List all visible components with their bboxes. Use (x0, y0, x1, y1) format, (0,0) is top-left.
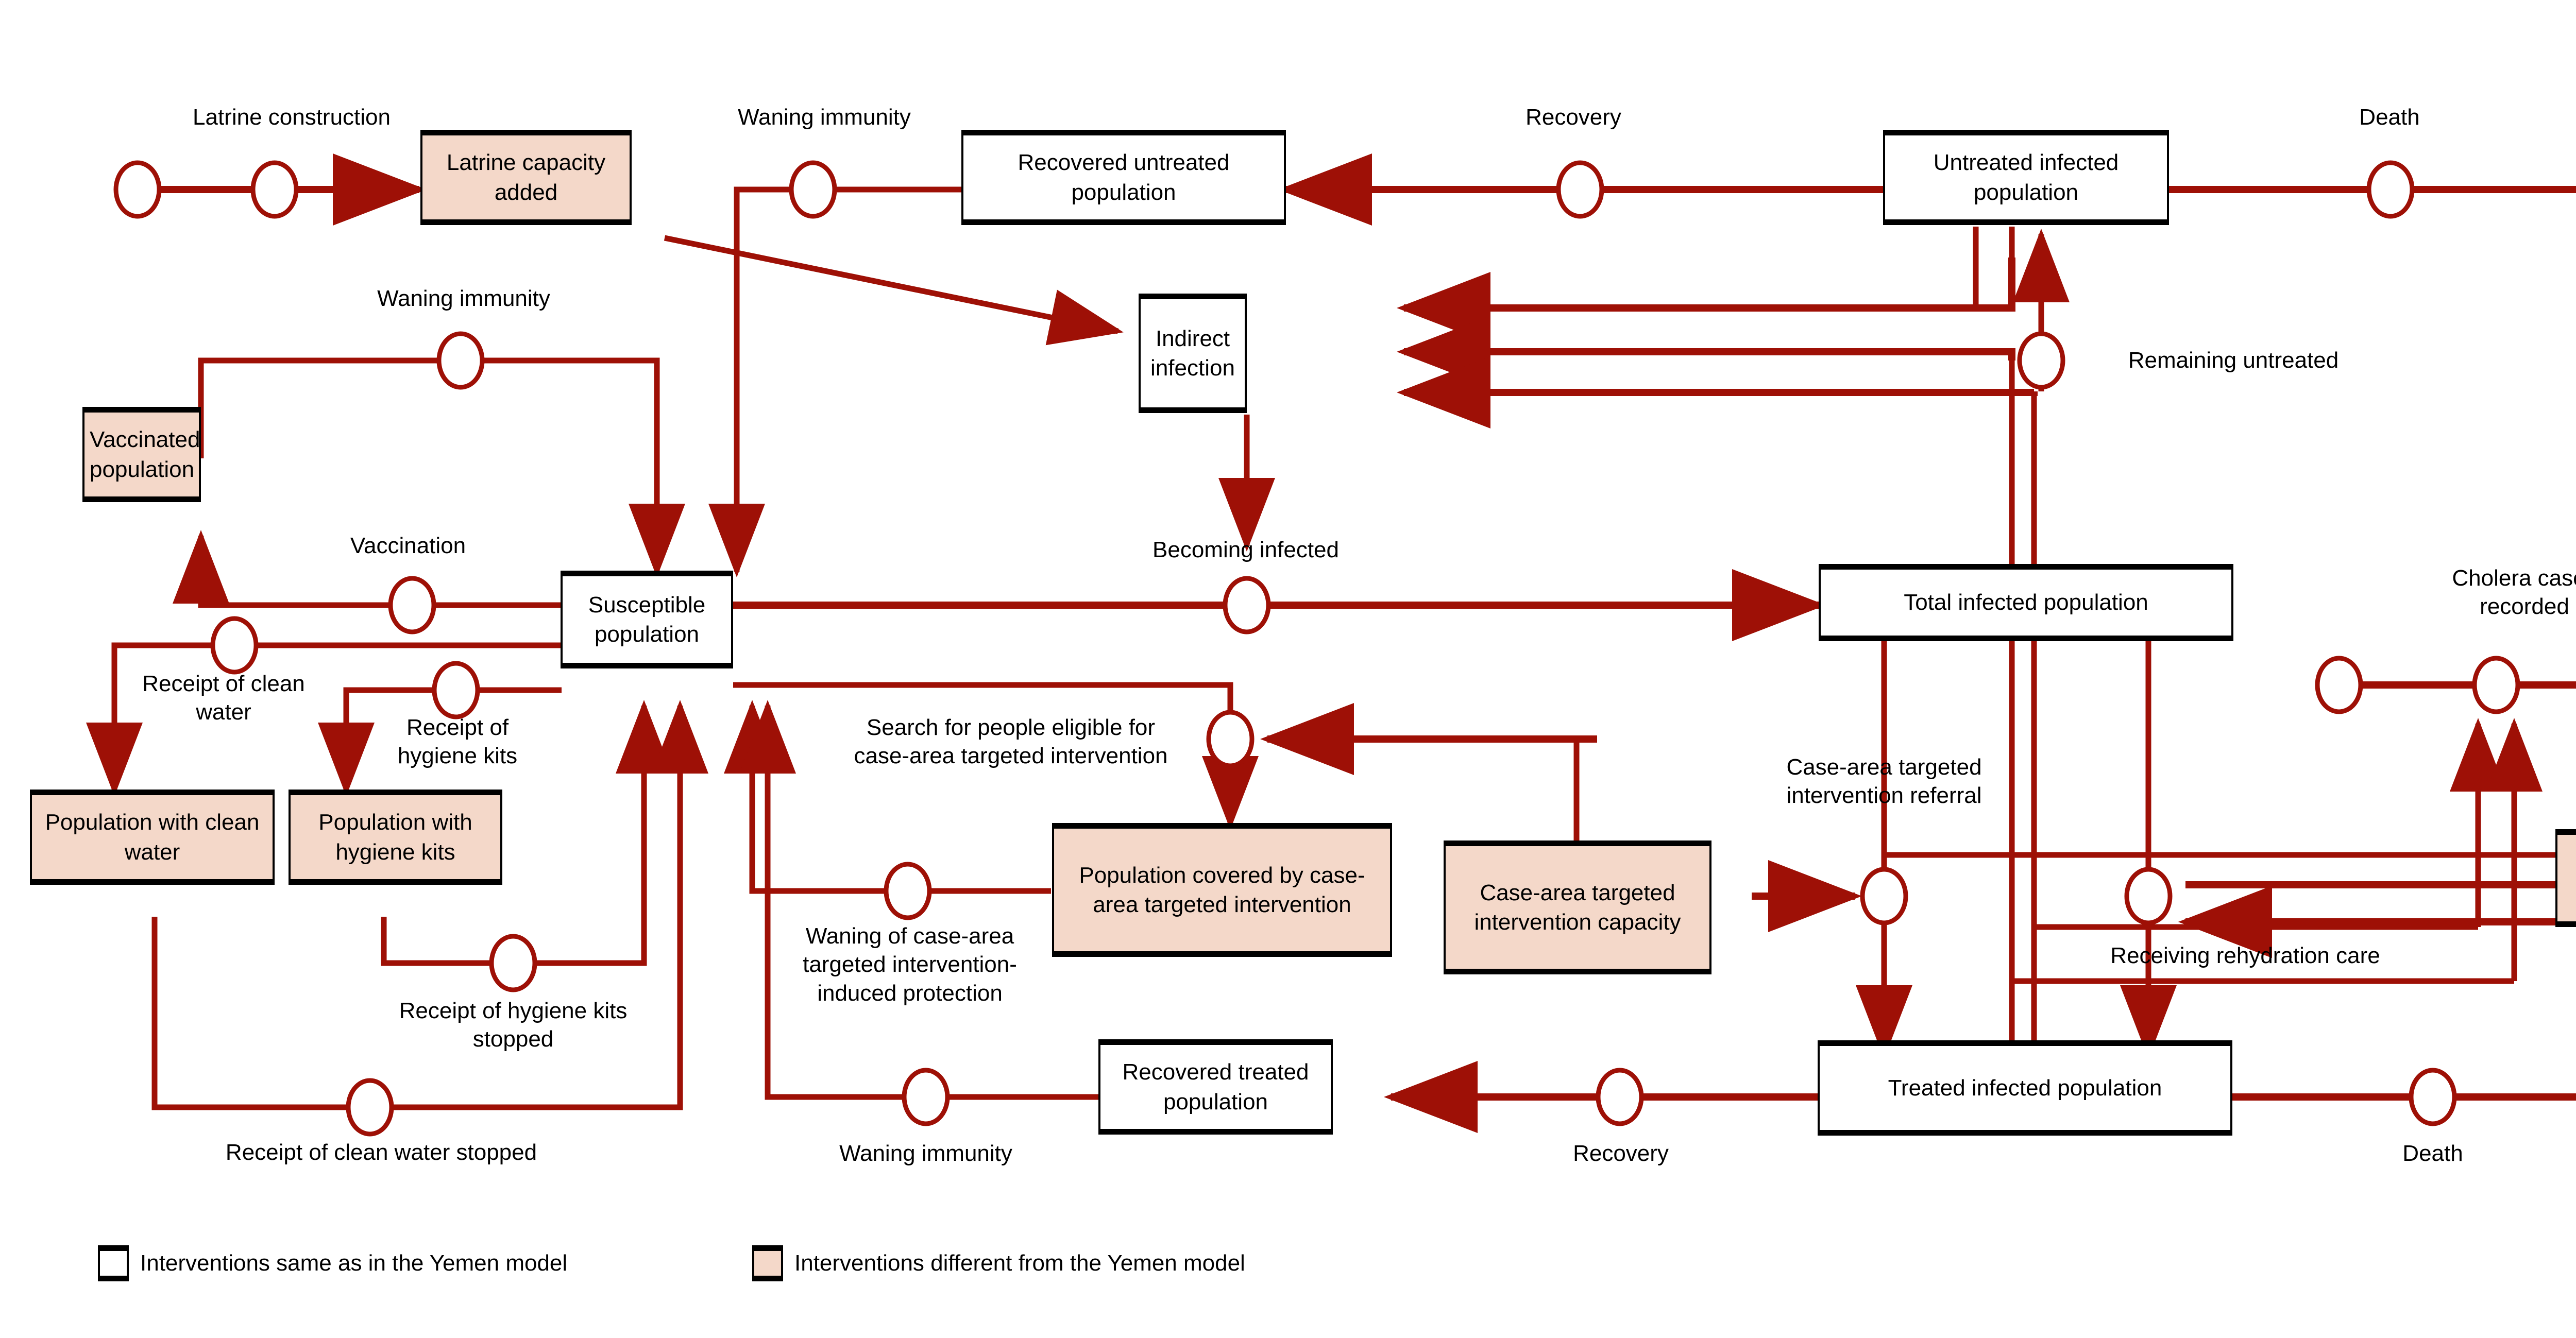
stock-indirect-infection[interactable]: Indirect infection (1139, 294, 1247, 413)
flow-recovery-treated (1384, 1061, 1819, 1133)
flow-label-latrine-construction: Latrine construction (193, 105, 391, 130)
flow-label-death-treated: Death (2402, 1141, 2463, 1166)
legend-swatch-same (98, 1245, 129, 1281)
flow-waning-immunity-vaccinated (198, 331, 685, 577)
stock-label: Cholera treatment centre and oral rehydr… (2563, 849, 2576, 907)
stock-label: Indirect infection (1150, 325, 1235, 381)
flow-label-receipt-clean-water-stopped: Receipt of clean water stopped (225, 1140, 537, 1165)
stock-population-with-hygiene-kits[interactable]: Population with hygiene kits (289, 790, 502, 885)
stock-latrine-capacity-added[interactable]: Latrine capacity added (420, 130, 632, 225)
flow-label-receipt-clean-water: Receipt of clean water (142, 671, 305, 725)
flow-death-treated (2231, 1068, 2576, 1126)
legend: Interventions same as in the Yemen model… (0, 1236, 2576, 1298)
flow-cati-referral (1752, 641, 1912, 1059)
flow-vaccination (173, 530, 562, 634)
flow-receipt-hygiene-kits-stopped (381, 700, 672, 992)
flow-death-untreated (2119, 160, 2576, 219)
flow-label-waning-immunity-vaccinated: Waning immunity (377, 286, 550, 311)
legend-item-different: Interventions different from the Yemen m… (752, 1245, 1245, 1281)
legend-label-same: Interventions same as in the Yemen model (140, 1250, 568, 1276)
stock-untreated-infected-population[interactable]: Untreated infected population (1883, 130, 2169, 225)
flow-receipt-clean-water (86, 616, 562, 796)
flow-waning-immunity-treated (739, 700, 1100, 1126)
flow-search-eligible-cati (733, 682, 1597, 830)
flow-label-waning-immunity-untreated: Waning immunity (738, 105, 911, 130)
stock-label: Case-area targeted intervention capacity (1474, 880, 1681, 935)
flow-label-cati-referral: Case-area targeted intervention referral (1786, 754, 1982, 809)
legend-item-same: Interventions same as in the Yemen model (98, 1245, 567, 1281)
stock-label: Recovered treated population (1122, 1059, 1309, 1114)
stock-label: Population covered by case-area targeted… (1079, 862, 1365, 917)
stock-population-covered-by-cati[interactable]: Population covered by case-area targeted… (1052, 823, 1392, 957)
stock-label: Total infected population (1904, 590, 2148, 615)
flow-waning-immunity-untreated (708, 160, 963, 577)
stock-label: Untreated infected population (1933, 150, 2119, 205)
stock-total-infected-population[interactable]: Total infected population (1819, 564, 2233, 641)
stock-label: Population with clean water (45, 810, 260, 865)
stock-label: Population with hygiene kits (318, 810, 472, 865)
flow-label-recovery-treated: Recovery (1573, 1141, 1669, 1166)
flow-receipt-hygiene-kits (318, 661, 562, 796)
flow-label-receiving-rehydration-care: Receiving rehydration care (2110, 943, 2380, 968)
flow-label-recovery-untreated: Recovery (1526, 105, 1621, 130)
link-latrine-to-indirect (664, 235, 1124, 346)
flow-label-becoming-infected: Becoming infected (1153, 537, 1339, 562)
flow-label-search-eligible-cati: Search for people eligible for case-area… (854, 715, 1168, 769)
flow-becoming-infected (733, 569, 1826, 641)
stock-population-with-clean-water[interactable]: Population with clean water (30, 790, 275, 885)
flow-label-death-untreated: Death (2359, 105, 2420, 130)
flow-label-cholera-cases-recorded: Cholera cases recorded (2452, 565, 2576, 620)
stock-label: Susceptible population (588, 592, 706, 647)
stock-label: Treated infected population (1888, 1075, 2162, 1101)
stock-label: Recovered untreated population (1018, 150, 1230, 205)
flow-label-waning-immunity-treated: Waning immunity (839, 1141, 1012, 1166)
flow-latrine-construction (113, 153, 427, 226)
stock-ctc-orc-capacity[interactable]: Cholera treatment centre and oral rehydr… (2555, 829, 2576, 927)
flow-label-receipt-hygiene-kits: Receipt of hygiene kits (397, 715, 518, 769)
flow-label-vaccination: Vaccination (350, 533, 466, 558)
flow-cholera-cases-recorded (2012, 656, 2576, 984)
stock-cati-capacity[interactable]: Case-area targeted intervention capacity (1444, 840, 1711, 974)
stock-vaccinated-population[interactable]: Vaccinated population (82, 407, 201, 502)
link-capacity-bus (1884, 852, 2576, 958)
legend-label-different: Interventions different from the Yemen m… (794, 1250, 1245, 1276)
flow-recovery-untreated (1278, 153, 1886, 226)
flow-label-remaining-untreated: Remaining untreated (2128, 348, 2339, 373)
stock-label: Latrine capacity added (446, 150, 606, 205)
stock-treated-infected-population[interactable]: Treated infected population (1818, 1040, 2232, 1136)
flow-label-waning-cati-protection: Waning of case-area targeted interventio… (803, 923, 1017, 1006)
legend-swatch-different (752, 1245, 783, 1281)
stock-recovered-treated-population[interactable]: Recovered treated population (1098, 1039, 1333, 1135)
flow-remaining-untreated (2013, 229, 2070, 391)
flow-waning-cati-protection (724, 700, 1051, 920)
stock-susceptible-population[interactable]: Susceptible population (561, 571, 733, 668)
flow-label-receipt-hygiene-kits-stopped: Receipt of hygiene kits stopped (399, 998, 628, 1052)
stock-recovered-untreated-population[interactable]: Recovered untreated population (961, 130, 1286, 225)
flow-receipt-clean-water-stopped (151, 700, 708, 1137)
flow-receiving-rehydration-care (2120, 641, 2177, 1059)
stock-label: Vaccinated population (90, 427, 200, 482)
